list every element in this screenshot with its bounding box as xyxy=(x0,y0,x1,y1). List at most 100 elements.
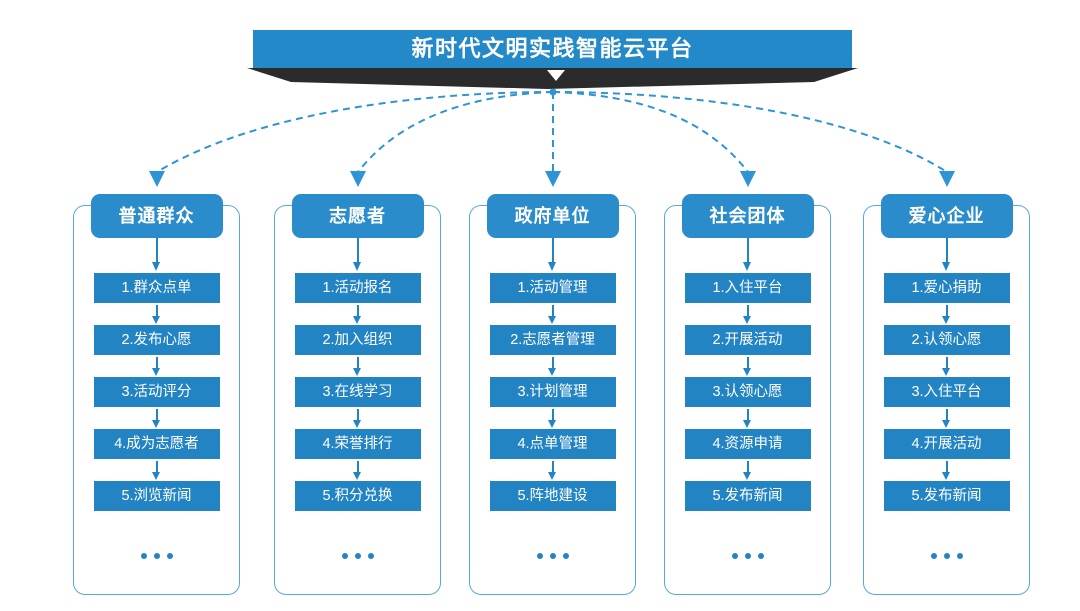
arrow-down-icon xyxy=(295,303,421,325)
role-column-charity-enterprise: 爱心企业 1.爱心捐助 2.认领心愿 3.入住平台 4.开展活动 5.发布新闻 xyxy=(863,194,1030,595)
step-item[interactable]: 4.成为志愿者 xyxy=(93,429,220,459)
arrow-down-icon xyxy=(685,459,811,481)
role-header-social-group[interactable]: 社会团体 xyxy=(681,194,814,238)
arrow-down-icon xyxy=(94,355,220,377)
step-item-label: 5.发布新闻 xyxy=(911,487,982,504)
step-item[interactable]: 2.发布心愿 xyxy=(93,325,220,355)
role-column-general-public: 普通群众 1.群众点单 2.发布心愿 3.活动评分 4.成为志愿者 5.浏览新闻 xyxy=(73,194,240,595)
step-item-label: 2.开展活动 xyxy=(712,331,783,348)
arrow-down-icon xyxy=(295,459,421,481)
ellipsis-dot xyxy=(166,553,173,559)
step-item-label: 4.资源申请 xyxy=(712,435,783,452)
role-header-general-public[interactable]: 普通群众 xyxy=(90,194,223,238)
arrow-down-icon xyxy=(685,407,811,429)
step-item[interactable]: 4.荣誉排行 xyxy=(294,429,421,459)
ellipsis-dot xyxy=(140,553,147,559)
step-item-label: 4.开展活动 xyxy=(911,435,982,452)
arrow-down-icon xyxy=(685,355,811,377)
ellipsis-dot xyxy=(930,553,937,559)
arrow-down-icon xyxy=(740,238,756,274)
page-title: 新时代文明实践智能云平台 xyxy=(411,36,694,61)
step-item[interactable]: 2.加入组织 xyxy=(294,325,421,355)
more-items-ellipsis xyxy=(536,553,569,559)
step-item-label: 1.爱心捐助 xyxy=(911,279,982,296)
arrow-down-icon xyxy=(545,238,561,274)
step-item-label: 2.认领心愿 xyxy=(911,331,982,348)
step-item[interactable]: 3.认领心愿 xyxy=(684,377,811,407)
step-item-label: 2.发布心愿 xyxy=(121,331,192,348)
platform-title-banner: 新时代文明实践智能云平台 xyxy=(247,30,858,89)
step-item-label: 3.活动评分 xyxy=(121,383,192,400)
role-header-label: 政府单位 xyxy=(514,206,591,226)
ellipsis-dot xyxy=(536,553,543,559)
more-items-ellipsis xyxy=(341,553,374,559)
step-item[interactable]: 2.志愿者管理 xyxy=(489,325,616,355)
arrow-down-icon xyxy=(884,303,1010,325)
step-item[interactable]: 1.活动管理 xyxy=(489,273,616,303)
arrow-down-icon xyxy=(884,459,1010,481)
step-item[interactable]: 2.认领心愿 xyxy=(883,325,1010,355)
ellipsis-dot xyxy=(731,553,738,559)
arrow-down-icon xyxy=(490,355,616,377)
role-header-government-unit[interactable]: 政府单位 xyxy=(486,194,619,238)
step-item[interactable]: 3.活动评分 xyxy=(93,377,220,407)
step-item[interactable]: 5.积分兑换 xyxy=(294,481,421,511)
step-item-label: 4.点单管理 xyxy=(517,435,588,452)
ellipsis-dot xyxy=(367,553,374,559)
arrow-down-icon xyxy=(490,459,616,481)
step-item-label: 1.群众点单 xyxy=(121,279,192,296)
step-item[interactable]: 3.计划管理 xyxy=(489,377,616,407)
step-item-label: 4.成为志愿者 xyxy=(114,435,199,452)
role-header-label: 志愿者 xyxy=(329,206,386,226)
arrow-down-icon xyxy=(884,355,1010,377)
arrow-down-icon xyxy=(350,238,366,274)
role-column-volunteer: 志愿者 1.活动报名 2.加入组织 3.在线学习 4.荣誉排行 5.积分兑换 xyxy=(274,194,441,595)
step-item[interactable]: 4.点单管理 xyxy=(489,429,616,459)
step-list: 1.群众点单 2.发布心愿 3.活动评分 4.成为志愿者 5.浏览新闻 xyxy=(93,273,220,511)
step-item-label: 2.加入组织 xyxy=(322,331,393,348)
step-item[interactable]: 4.开展活动 xyxy=(883,429,1010,459)
step-item[interactable]: 5.阵地建设 xyxy=(489,481,616,511)
banner-chevron-down-icon xyxy=(547,70,565,81)
banner-bar: 新时代文明实践智能云平台 xyxy=(253,30,852,68)
step-item[interactable]: 1.活动报名 xyxy=(294,273,421,303)
arrow-down-icon xyxy=(295,355,421,377)
ellipsis-dot xyxy=(744,553,751,559)
arrow-down-icon xyxy=(939,238,955,274)
step-list: 1.入住平台 2.开展活动 3.认领心愿 4.资源申请 5.发布新闻 xyxy=(684,273,811,511)
step-item-label: 3.认领心愿 xyxy=(712,383,783,400)
arrow-down-icon xyxy=(94,407,220,429)
arrow-down-icon xyxy=(490,303,616,325)
step-item[interactable]: 3.在线学习 xyxy=(294,377,421,407)
step-item-label: 1.活动报名 xyxy=(322,279,393,296)
arrow-down-icon xyxy=(94,459,220,481)
role-header-label: 社会团体 xyxy=(709,206,786,226)
step-item[interactable]: 1.爱心捐助 xyxy=(883,273,1010,303)
role-header-volunteer[interactable]: 志愿者 xyxy=(291,194,424,238)
step-item-label: 5.发布新闻 xyxy=(712,487,783,504)
arrow-down-icon xyxy=(685,303,811,325)
step-item[interactable]: 2.开展活动 xyxy=(684,325,811,355)
step-item[interactable]: 3.入住平台 xyxy=(883,377,1010,407)
more-items-ellipsis xyxy=(140,553,173,559)
step-item[interactable]: 5.浏览新闻 xyxy=(93,481,220,511)
ellipsis-dot xyxy=(354,553,361,559)
step-item-label: 1.入住平台 xyxy=(712,279,783,296)
step-item-label: 3.计划管理 xyxy=(517,383,588,400)
role-header-label: 普通群众 xyxy=(118,206,195,226)
role-header-charity-enterprise[interactable]: 爱心企业 xyxy=(880,194,1013,238)
step-item[interactable]: 4.资源申请 xyxy=(684,429,811,459)
role-column-government-unit: 政府单位 1.活动管理 2.志愿者管理 3.计划管理 4.点单管理 5.阵地建设 xyxy=(469,194,636,595)
step-item[interactable]: 5.发布新闻 xyxy=(883,481,1010,511)
step-list: 1.活动报名 2.加入组织 3.在线学习 4.荣誉排行 5.积分兑换 xyxy=(294,273,421,511)
step-list: 1.爱心捐助 2.认领心愿 3.入住平台 4.开展活动 5.发布新闻 xyxy=(883,273,1010,511)
step-item[interactable]: 1.入住平台 xyxy=(684,273,811,303)
role-header-label: 爱心企业 xyxy=(908,206,985,226)
arrow-down-icon xyxy=(490,407,616,429)
more-items-ellipsis xyxy=(731,553,764,559)
ellipsis-dot xyxy=(341,553,348,559)
step-item[interactable]: 1.群众点单 xyxy=(93,273,220,303)
step-item[interactable]: 5.发布新闻 xyxy=(684,481,811,511)
